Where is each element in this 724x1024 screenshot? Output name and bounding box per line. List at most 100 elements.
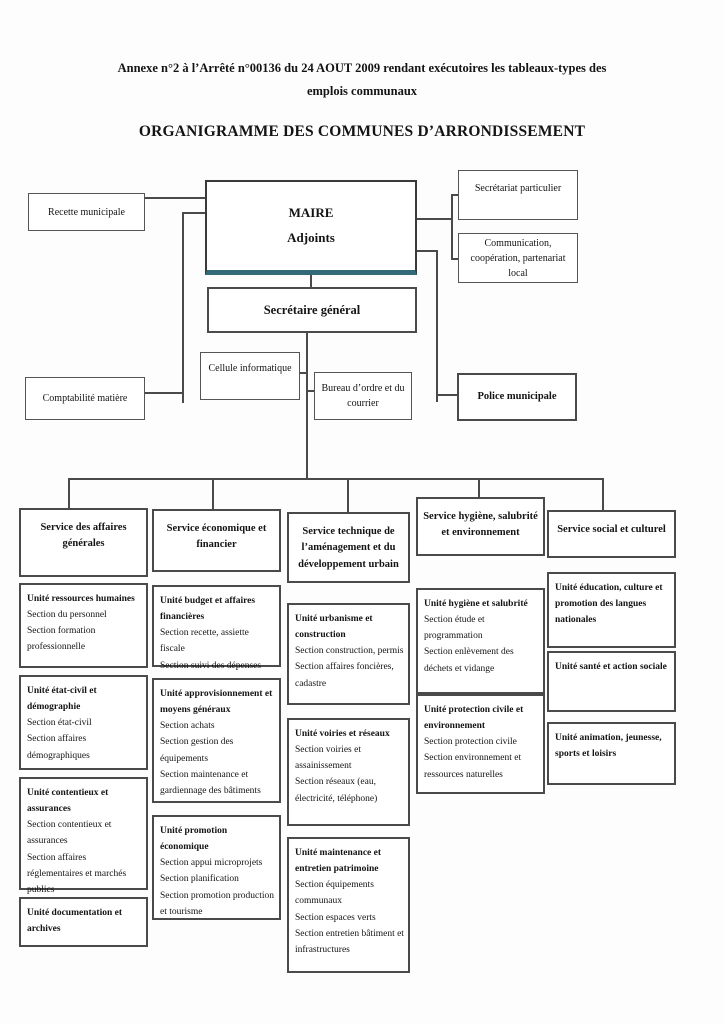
- connector-line: [182, 212, 184, 403]
- section-line: Section espaces verts: [295, 912, 376, 923]
- annexe-title: Annexe n°2 à l’Arrêté n°00136 du 24 AOUT…: [117, 61, 607, 98]
- section-line: Section gestion des équipements: [160, 737, 234, 764]
- box-bureau-ordre: Bureau d’ordre et du courrier: [314, 372, 412, 420]
- connector-line: [451, 194, 453, 260]
- section-line: Section formation professionnelle: [27, 626, 96, 653]
- unit-box: Unité documentation et archives: [19, 897, 148, 947]
- unit-title: Unité promotion économique: [160, 826, 228, 853]
- connector-line: [347, 478, 349, 513]
- service-header-hygiene-environnement: Service hygiène, salubrité et environnem…: [416, 497, 545, 556]
- unit-title: Unité hygiène et salubrité: [424, 599, 528, 609]
- unit-title: Unité contentieux et assurances: [27, 788, 109, 815]
- service-header-affaires-generales: Service des affaires générales: [19, 508, 148, 577]
- box-maire: MAIRE Adjoints: [205, 180, 417, 275]
- connector-line: [68, 478, 70, 509]
- section-line: Section état-civil: [27, 718, 92, 729]
- connector-line: [300, 372, 308, 374]
- unit-title: Unité ressources humaines: [27, 594, 135, 604]
- unit-box: Unité approvisionnement et moyens généra…: [152, 678, 281, 803]
- box-recette-municipale: Recette municipale: [28, 193, 145, 231]
- box-communication: Communication, coopération, partenariat …: [458, 233, 578, 283]
- unit-box: Unité budget et affaires financières Sec…: [152, 585, 281, 671]
- section-line: Section réseaux (eau, électricité, télép…: [295, 777, 378, 804]
- unit-box: Unité maintenance et entretien patrimoin…: [287, 837, 410, 973]
- unit-box: Unité protection civile et environnement…: [416, 694, 545, 794]
- connector-line: [212, 478, 214, 510]
- maire-label: MAIRE: [288, 205, 334, 221]
- unit-title: Unité état-civil et démographie: [27, 686, 97, 713]
- unit-title: Unité budget et affaires financières: [160, 596, 256, 623]
- connector-line: [145, 197, 205, 199]
- connector-line: [145, 392, 184, 394]
- page-title: ORGANIGRAMME DES COMMUNES D’ARRONDISSEME…: [138, 123, 586, 140]
- box-secretaire-general: Secrétaire général: [207, 287, 417, 333]
- section-line: Section affaires foncières, cadastre: [295, 662, 394, 689]
- unit-box: Unité urbanisme et construction Section …: [287, 603, 410, 705]
- adjoints-label: Adjoints: [287, 230, 335, 245]
- unit-box: Unité animation, jeunesse, sports et loi…: [547, 722, 676, 785]
- service-header-economique-financier: Service économique et financier: [152, 509, 281, 572]
- unit-title: Unité approvisionnement et moyens généra…: [160, 689, 273, 716]
- section-line: Section entretien bâtiment et infrastruc…: [295, 928, 404, 955]
- section-line: Section enlèvement des déchets et vidang…: [424, 647, 514, 674]
- unit-box: Unité promotion économique Section appui…: [152, 815, 281, 920]
- unit-box: Unité santé et action sociale: [547, 651, 676, 712]
- connector-line: [182, 212, 206, 214]
- section-line: Section maintenance et gardiennage des b…: [160, 769, 261, 796]
- section-line: Section suivi des dépenses: [160, 660, 262, 671]
- unit-title: Unité protection civile et environnement: [424, 705, 524, 732]
- connector-line: [68, 478, 604, 480]
- unit-title: Unité maintenance et entretien patrimoin…: [295, 848, 382, 875]
- section-line: Section appui microprojets: [160, 858, 263, 869]
- unit-box: Unité hygiène et salubrité Section étude…: [416, 588, 545, 694]
- connector-line: [306, 333, 308, 480]
- unit-title: Unité éducation, culture et promotion de…: [555, 583, 663, 626]
- connector-line: [417, 218, 453, 220]
- box-secretariat-particulier: Secrétariat particulier: [458, 170, 578, 220]
- connector-line: [451, 194, 459, 196]
- connector-line: [436, 250, 438, 402]
- connector-line: [310, 275, 312, 289]
- section-line: Section contentieux et assurances: [27, 820, 112, 847]
- section-line: Section environnement et ressources natu…: [424, 753, 522, 780]
- service-header-social-culturel: Service social et culturel: [547, 510, 676, 558]
- connector-line: [602, 478, 604, 511]
- box-comptabilite-matiere: Comptabilité matière: [25, 377, 145, 420]
- unit-title: Unité voiries et réseaux: [295, 729, 390, 739]
- unit-title: Unité urbanisme et construction: [295, 614, 373, 641]
- unit-box: Unité ressources humaines Section du per…: [19, 583, 148, 668]
- section-line: Section équipements communaux: [295, 880, 374, 907]
- section-line: Section achats: [160, 721, 215, 732]
- section-line: Section étude et programmation: [424, 615, 485, 642]
- section-line: Section construction, permis: [295, 646, 404, 657]
- connector-line: [436, 394, 457, 396]
- section-line: Section affaires démographiques: [27, 734, 90, 761]
- unit-box: Unité voiries et réseaux Section voiries…: [287, 718, 410, 826]
- section-line: Section affaires réglementaires et march…: [27, 852, 127, 895]
- section-line: Section promotion production et tourisme: [160, 890, 274, 917]
- connector-line: [478, 478, 480, 498]
- box-cellule-informatique: Cellule informatique: [200, 352, 300, 400]
- connector-line: [417, 250, 438, 252]
- unit-box: Unité éducation, culture et promotion de…: [547, 572, 676, 648]
- section-line: Section voiries et assainissement: [295, 745, 361, 772]
- section-line: Section recette, assiette fiscale: [160, 628, 249, 655]
- unit-title: Unité animation, jeunesse, sports et loi…: [555, 733, 662, 760]
- unit-box: Unité contentieux et assurances Section …: [19, 777, 148, 895]
- section-line: Section du personnel: [27, 610, 107, 621]
- connector-line: [306, 390, 315, 392]
- unit-title: Unité santé et action sociale: [555, 662, 667, 672]
- service-header-technique-urbain: Service technique de l’aménagement et du…: [287, 512, 410, 583]
- unit-title: Unité documentation et archives: [27, 908, 122, 935]
